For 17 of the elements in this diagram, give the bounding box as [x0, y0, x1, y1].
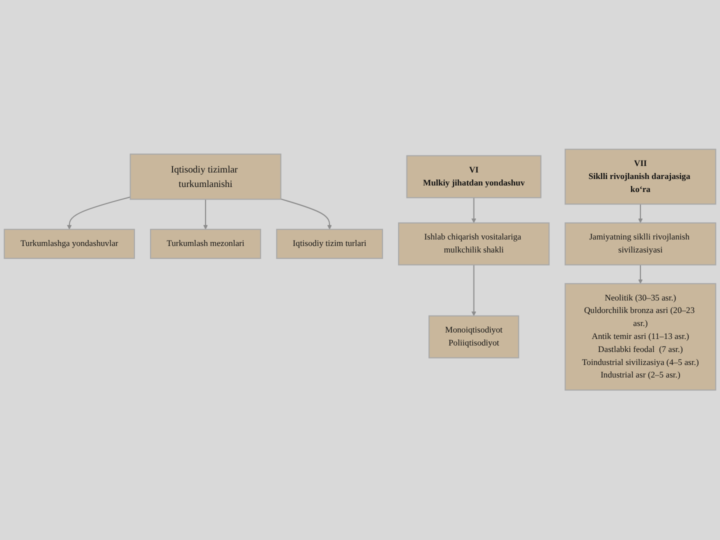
- node-box: VI Mulkiy jihatdan yondashuv: [406, 156, 542, 199]
- node-box: Turkumlashga yondashuvlar: [4, 229, 135, 260]
- node-box: Ishlab chiqarish vositalariga mulkchilik shakli: [398, 222, 550, 266]
- node-box: Monoiqtisodiyot Poliiqtisodiyot: [428, 316, 520, 359]
- node-box: Jamiyatning siklli rivojlanish sivilizasiyasi: [564, 222, 716, 266]
- arrow: [67, 196, 130, 230]
- arrow: [638, 265, 643, 284]
- arrow: [471, 265, 476, 316]
- arrow: [280, 198, 332, 230]
- node-box: Turkumlash mezonlari: [150, 229, 262, 260]
- node-box: VII Siklli rivojlanish darajasiga ko‘ra: [564, 149, 716, 205]
- arrow: [638, 204, 643, 224]
- node-box: Iqtisodiy tizim turlari: [276, 229, 384, 260]
- node-box: Neolitik (30–35 asr.) Quldorchilik bronza asri (20–23 asr.) Antik temir asri (11–13 asr.) Dastlabki feodal (7 asr.) Toindustrial sivilizasiya (4–5 asr.) Industrial asr (2–5 asr.): [564, 283, 716, 391]
- arrow: [203, 200, 208, 230]
- arrow: [471, 198, 476, 224]
- node-box: Iqtisodiy tizimlar turkumlanishi: [130, 154, 282, 200]
